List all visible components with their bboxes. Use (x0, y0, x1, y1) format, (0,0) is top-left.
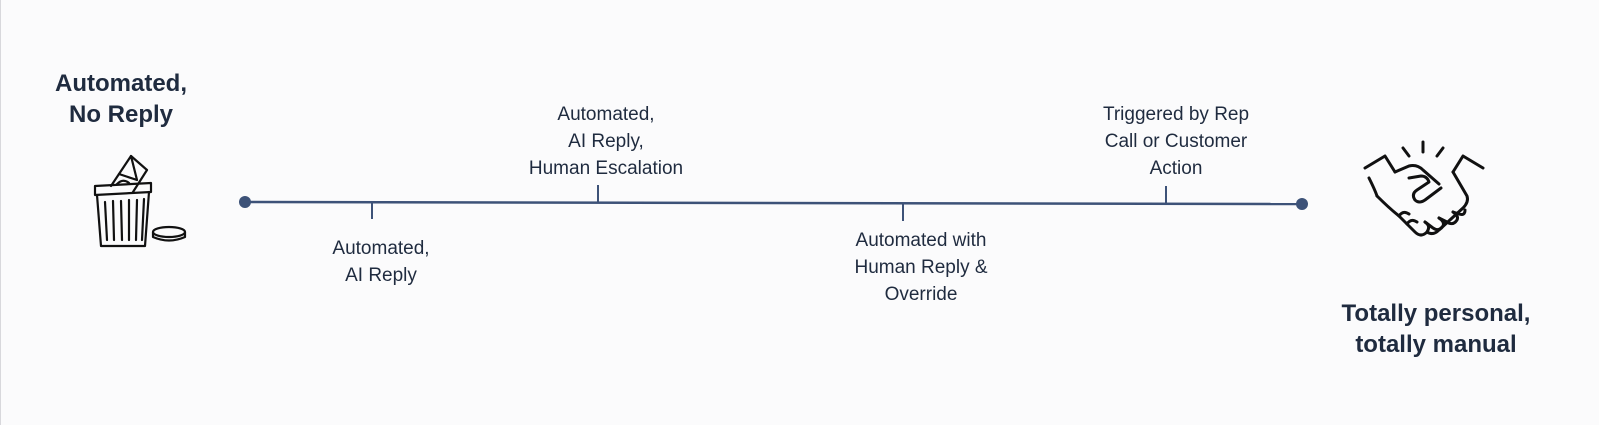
axis-start-dot (239, 196, 251, 208)
right-end-title: Totally personal, totally manual (1326, 298, 1546, 360)
left-end-title: Automated, No Reply (31, 68, 211, 130)
stage-triggered-line1: Triggered by Rep (1102, 104, 1250, 125)
stage-label-ai-reply: Automated, AI Reply (291, 235, 471, 289)
stage-triggered-line3: Action (1149, 158, 1203, 179)
stage-ai-reply-line1: Automated, (332, 238, 430, 259)
left-end-title-line1: Automated, (55, 70, 187, 97)
stage-escalation-line3: Human Escalation (528, 158, 684, 179)
stage-escalation-line1: Automated, (557, 104, 655, 125)
spectrum-axis-line (244, 200, 1303, 206)
stage-label-human-reply: Automated with Human Reply & Override (811, 227, 1031, 308)
stage-label-escalation: Automated, AI Reply, Human Escalation (506, 101, 706, 182)
stage-human-reply-line3: Override (884, 284, 958, 305)
stage-ai-reply-line2: AI Reply (345, 265, 417, 286)
right-end-title-line1: Totally personal, (1341, 300, 1531, 327)
right-end-title-line2: totally manual (1355, 331, 1517, 358)
stage-human-reply-line2: Human Reply & (854, 257, 988, 278)
trash-can-icon (81, 150, 191, 255)
axis-end-dot (1296, 198, 1308, 210)
stage-triggered-line2: Call or Customer (1104, 131, 1248, 152)
left-end-title-line2: No Reply (68, 101, 173, 128)
stage-label-triggered: Triggered by Rep Call or Customer Action (1076, 101, 1276, 182)
stage-human-reply-line1: Automated with (855, 230, 987, 251)
handshake-icon (1359, 138, 1489, 258)
stage-escalation-line2: AI Reply, (568, 131, 644, 152)
